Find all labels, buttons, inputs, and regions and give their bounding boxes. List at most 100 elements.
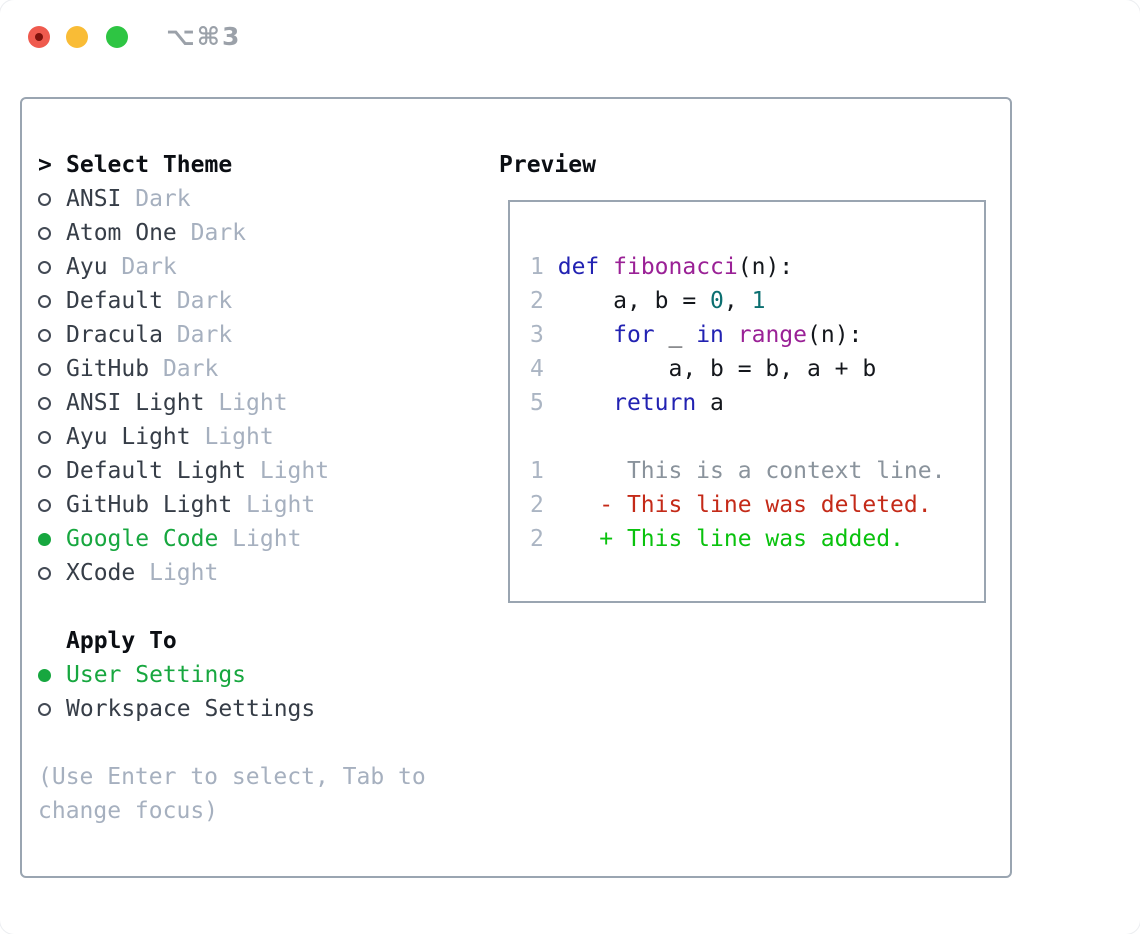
theme-option-ansi-light-light[interactable]: ANSI Light Light [38, 386, 478, 420]
focus-caret-icon: > [38, 152, 52, 178]
code-token-pl: a, b = [557, 288, 711, 314]
code-token-pl: , [723, 288, 752, 314]
code-token-pl [558, 390, 613, 416]
code-token-kw: for [613, 322, 655, 348]
radio-selected-icon [38, 668, 51, 682]
code-token-fn: range [737, 322, 808, 348]
theme-option-default-dark[interactable]: Default Dark [38, 284, 478, 318]
hint-row: change focus) [38, 794, 478, 828]
theme-option-default-light-light[interactable]: Default Light Light [38, 454, 478, 488]
code-line: 4 a, b = b, a + b [530, 352, 984, 386]
radio-unselected-icon [38, 226, 51, 240]
radio-unselected-icon [38, 362, 51, 376]
spacer [38, 590, 478, 624]
code-token-kw: return [613, 390, 697, 416]
line-number: 1 [530, 254, 544, 280]
apply-option-label: User Settings [66, 662, 247, 688]
theme-name: GitHub Light [66, 492, 233, 518]
select-theme-header: > Select Theme [38, 148, 478, 182]
select-theme-title: Select Theme [66, 152, 233, 178]
theme-option-google-code-light[interactable]: Google Code Light [38, 522, 478, 556]
code-token-pl: (n): [807, 322, 863, 348]
line-number: 3 [530, 322, 544, 348]
theme-option-xcode-light[interactable]: XCode Light [38, 556, 478, 590]
close-button[interactable] [28, 26, 50, 48]
minimize-button[interactable] [66, 26, 88, 48]
code-token-num: 0 [710, 288, 724, 314]
line-number: 4 [530, 356, 544, 382]
code-token-pl [724, 322, 738, 348]
code-token-kw: def [557, 254, 600, 280]
diff-text: This is a context line. [543, 458, 946, 484]
theme-variant-badge: Dark [176, 220, 247, 246]
spacer [530, 420, 984, 454]
diff-line-deleted: 2 - This line was deleted. [530, 488, 984, 522]
titlebar: ⌥⌘3 [0, 0, 1140, 75]
code-token-pl [558, 322, 613, 348]
code-line: 2 a, b = 0, 1 [530, 284, 984, 318]
theme-variant-badge: Dark [149, 356, 219, 382]
code-line: 5 return a [530, 386, 984, 420]
theme-option-ayu-dark[interactable]: Ayu Dark [38, 250, 478, 284]
theme-option-atom-one-dark[interactable]: Atom One Dark [38, 216, 478, 250]
code-token-pl: (n): [737, 254, 794, 280]
theme-name: GitHub [66, 356, 150, 382]
code-token-pl: a, b = b, a + b [557, 356, 877, 382]
preview-title: Preview [499, 152, 596, 178]
line-number: 1 [530, 458, 544, 484]
code-token-pl: _ [654, 322, 697, 348]
radio-unselected-icon [38, 294, 51, 308]
theme-name: Default [66, 288, 163, 314]
code-token-num: 1 [751, 288, 766, 314]
radio-unselected-icon [38, 260, 51, 274]
hint-text-line-2: change focus) [38, 798, 219, 824]
radio-unselected-icon [38, 566, 51, 580]
code-token-kw: in [696, 322, 724, 348]
radio-selected-icon [38, 532, 51, 546]
theme-option-ayu-light-light[interactable]: Ayu Light Light [38, 420, 478, 454]
code-token-pl [599, 254, 613, 280]
theme-option-github-dark[interactable]: GitHub Dark [38, 352, 478, 386]
theme-option-github-light-light[interactable]: GitHub Light Light [38, 488, 478, 522]
theme-variant-badge: Dark [162, 288, 233, 314]
diff-line-context: 1 This is a context line. [530, 454, 984, 488]
theme-variant-badge: Light [135, 560, 219, 586]
radio-unselected-icon [38, 328, 51, 342]
line-number: 2 [530, 492, 544, 518]
theme-option-dracula-dark[interactable]: Dracula Dark [38, 318, 478, 352]
hint-row: (Use Enter to select, Tab to [38, 760, 478, 794]
theme-variant-badge: Light [190, 424, 274, 450]
apply-to-title: Apply To [66, 628, 177, 654]
code-line: 3 for _ in range(n): [530, 318, 984, 352]
apply-option-user-settings[interactable]: User Settings [38, 658, 478, 692]
radio-unselected-icon [38, 498, 51, 512]
code-token-pl: a [696, 390, 724, 416]
theme-name: Dracula [66, 322, 163, 348]
line-number: 2 [530, 288, 544, 314]
theme-variant-badge: Light [218, 526, 302, 552]
theme-option-ansi-dark[interactable]: ANSI Dark [38, 182, 478, 216]
theme-variant-badge: Dark [107, 254, 177, 280]
zoom-button[interactable] [106, 26, 128, 48]
theme-name: Ayu [66, 254, 108, 280]
theme-name: XCode [66, 560, 136, 586]
theme-variant-badge: Dark [162, 322, 233, 348]
theme-name: Atom One [66, 220, 177, 246]
spacer [38, 726, 478, 760]
radio-unselected-icon [38, 464, 51, 478]
apply-option-workspace-settings[interactable]: Workspace Settings [38, 692, 478, 726]
diff-text: + This line was added. [543, 526, 904, 552]
theme-name: Google Code [66, 526, 219, 552]
window-title: ⌥⌘3 [166, 22, 242, 51]
theme-variant-badge: Light [246, 458, 330, 484]
radio-unselected-icon [38, 702, 51, 716]
code-token-fn: fibonacci [613, 254, 738, 280]
diff-text: - This line was deleted. [543, 492, 932, 518]
line-number: 5 [530, 390, 544, 416]
